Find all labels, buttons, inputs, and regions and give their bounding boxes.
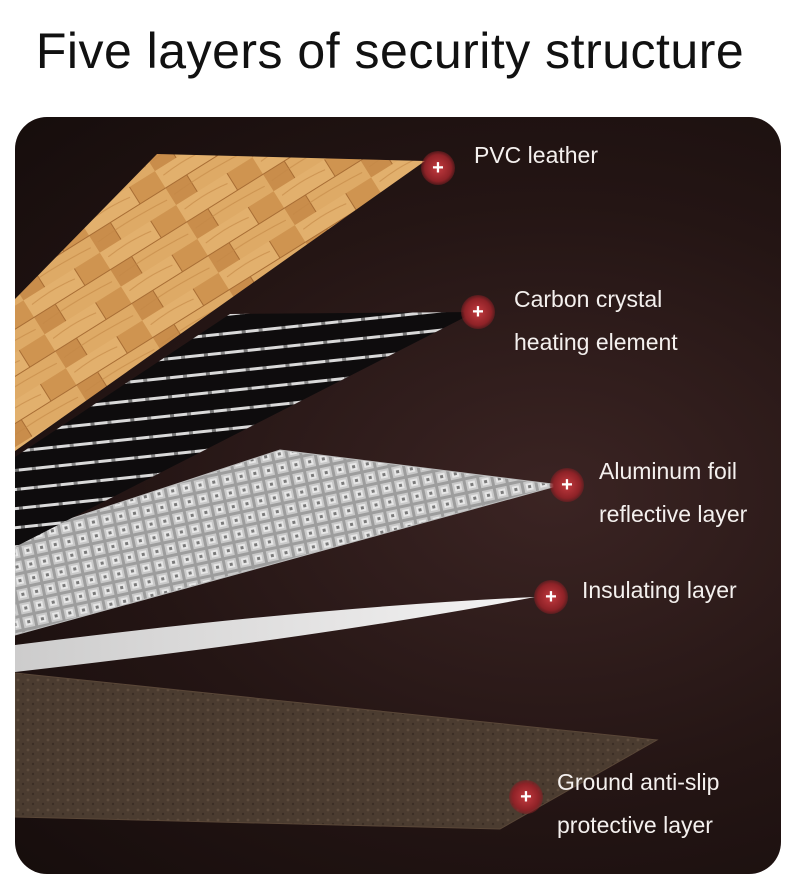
layer-label-carbon: Carbon crystal heating element: [514, 286, 678, 355]
layer-label-insulating: Insulating layer: [582, 577, 737, 603]
plus-icon[interactable]: +: [461, 295, 495, 329]
carbon-layer: [15, 312, 475, 547]
layer-label-ground: Ground anti-slip protective layer: [557, 769, 720, 838]
layer-label-pvc: PVC leather: [474, 142, 599, 168]
ground-layer: [15, 672, 659, 830]
layer-label-aluminum: Aluminum foil reflective layer: [599, 458, 748, 527]
layers-graphic: [15, 154, 659, 830]
pvc-layer: [15, 154, 425, 451]
insulating-layer: [15, 597, 535, 672]
plus-icon[interactable]: +: [534, 580, 568, 614]
plus-icon[interactable]: +: [421, 151, 455, 185]
layers-illustration: [15, 117, 781, 874]
page-title: Five layers of security structure: [35, 23, 745, 79]
plus-icon[interactable]: +: [509, 780, 543, 814]
plus-icon[interactable]: +: [550, 468, 584, 502]
